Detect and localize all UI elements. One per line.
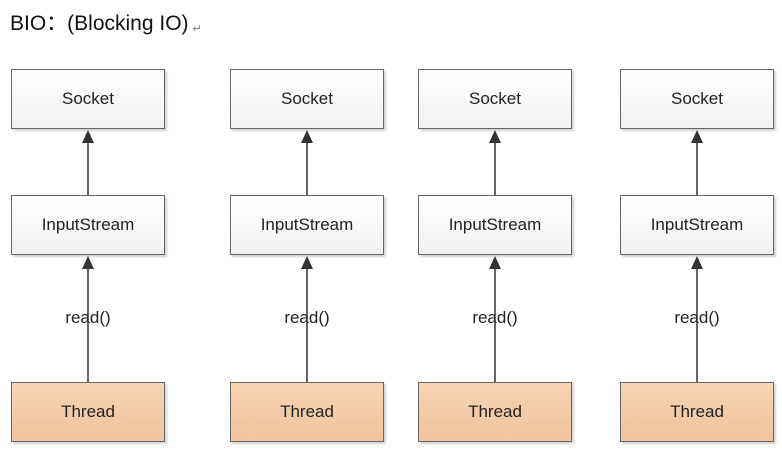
arrowhead-inputstream: [82, 256, 94, 269]
stack-4: Socket InputStream read() Thread: [620, 0, 780, 452]
thread-box: Thread: [418, 382, 572, 442]
socket-box: Socket: [11, 69, 165, 129]
arrowhead-inputstream: [691, 256, 703, 269]
arrowhead-inputstream: [489, 256, 501, 269]
thread-box: Thread: [230, 382, 384, 442]
stack-1: Socket InputStream read() Thread: [11, 0, 171, 452]
arrowhead-socket: [301, 130, 313, 143]
arrowhead-socket: [691, 130, 703, 143]
stack-3: Socket InputStream read() Thread: [418, 0, 578, 452]
title-text: BIO：(Blocking IO): [10, 12, 189, 35]
stack-2: Socket InputStream read() Thread: [230, 0, 390, 452]
inputstream-box: InputStream: [11, 195, 165, 255]
arrows: [301, 130, 313, 382]
arrows: [691, 130, 703, 382]
paragraph-mark-icon: ↵: [192, 23, 202, 35]
inputstream-box: InputStream: [230, 195, 384, 255]
inputstream-box: InputStream: [418, 195, 572, 255]
socket-box: Socket: [418, 69, 572, 129]
arrowhead-inputstream: [301, 256, 313, 269]
socket-box: Socket: [620, 69, 774, 129]
inputstream-box: InputStream: [620, 195, 774, 255]
arrows: [489, 130, 501, 382]
thread-box: Thread: [11, 382, 165, 442]
arrows: [82, 130, 94, 382]
thread-box: Thread: [620, 382, 774, 442]
diagram-title: BIO：(Blocking IO)↵: [10, 7, 202, 37]
arrowhead-socket: [82, 130, 94, 143]
socket-box: Socket: [230, 69, 384, 129]
arrowhead-socket: [489, 130, 501, 143]
